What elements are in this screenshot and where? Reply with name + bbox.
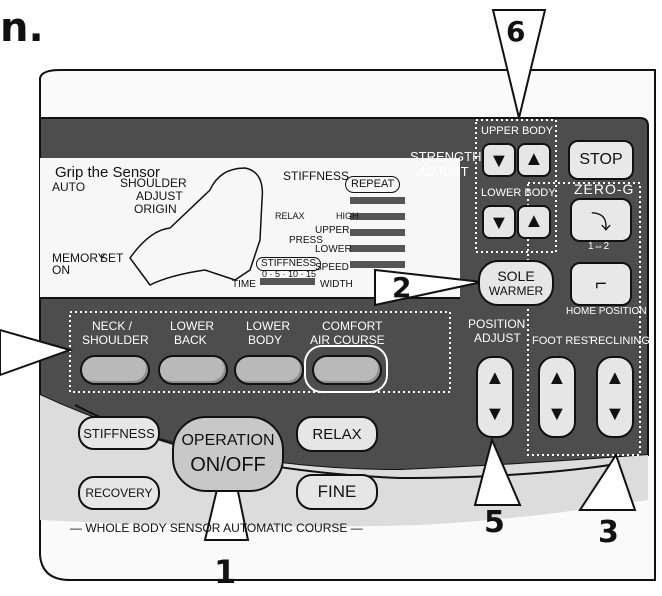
triangle-up-icon: ▲ (547, 367, 567, 389)
callout-3: 3 (598, 515, 619, 550)
chair-figure-icon (129, 167, 264, 286)
callout-6: 6 (506, 15, 526, 48)
triangle-down-icon: ▼ (605, 403, 625, 425)
press-indicator: PRESS (289, 235, 323, 246)
upper-body-down-button[interactable]: ▼ (482, 143, 516, 177)
relax-course-label: RELAX (312, 425, 362, 443)
lower-body-label: LOWER BODY (481, 187, 556, 199)
upper-indicator: UPPER (315, 225, 350, 236)
lower-indicator: LOWER (315, 244, 352, 255)
triangle-down-icon: ▼ (489, 212, 509, 234)
adjust-label: ADJUST (136, 189, 183, 203)
upright-chair-icon: ⌐ (595, 272, 607, 295)
strength-group (475, 119, 557, 253)
stiffness-course-label: STIFFNESS (83, 425, 155, 441)
lower-back-label-2: BACK (174, 333, 207, 347)
neck-shoulder-label-2: SHOULDER (82, 333, 149, 347)
set-label: SET (100, 251, 124, 265)
comfort-air-button[interactable] (312, 355, 382, 385)
home-position-button[interactable]: ⌐ (570, 262, 632, 306)
callout-2: 2 (392, 271, 412, 304)
sole-warmer-button[interactable]: SOLE WARMER (478, 260, 554, 306)
lower-body-area-button[interactable] (234, 355, 304, 385)
upper-body-up-button[interactable]: ▲ (517, 143, 551, 177)
comfort-air-label-1: COMFORT (322, 319, 383, 333)
stiffness-course-button[interactable]: STIFFNESS (78, 416, 160, 450)
zero-g-button[interactable]: ⤵ (570, 198, 632, 242)
position-adjust-rocker[interactable]: ▲ ▼ (476, 356, 514, 438)
grip-sensor-label: Grip the Sensor (55, 164, 161, 181)
neck-shoulder-label-1: NECK / (92, 319, 133, 333)
lower-body-area-label-2: BODY (248, 333, 283, 347)
time-indicator: TIME (232, 279, 256, 290)
triangle-down-icon: ▼ (489, 150, 509, 172)
sole-warmer-line1: SOLE (497, 268, 535, 284)
callout-2-arrow (374, 268, 483, 307)
speed-indicator: SPEED (315, 262, 349, 273)
recovery-course-label: RECOVERY (85, 486, 153, 500)
comfort-air-frame (304, 345, 388, 393)
reclining-rocker[interactable]: ▲ ▼ (596, 356, 634, 438)
stop-label: STOP (579, 151, 623, 168)
callout-5: 5 (484, 505, 505, 540)
neck-shoulder-button[interactable] (80, 355, 150, 385)
zero-g-label: ZERO-G (574, 181, 635, 197)
callout-3-arrow (578, 452, 637, 511)
stiffness-indicator: STIFFNESS (283, 169, 350, 183)
position-adjust-label-1: POSITION (468, 317, 526, 331)
recovery-course-button[interactable]: RECOVERY (78, 476, 160, 510)
width-indicator: WIDTH (320, 279, 353, 290)
triangle-down-icon: ▼ (547, 403, 567, 425)
relax-indicator: RELAX (275, 211, 305, 221)
time-scale: 0 · 5 · 10 · 15 (262, 269, 317, 279)
triangle-up-icon: ▲ (524, 148, 544, 170)
lower-back-label-1: LOWER (170, 319, 215, 333)
home-position-label: HOME POSITION (566, 306, 647, 317)
strength-label-1: STRENGTH (410, 149, 482, 164)
zero-g-mode-label: 1⇔2 (588, 241, 610, 252)
lower-body-down-button[interactable]: ▼ (482, 205, 516, 239)
lower-back-button[interactable] (158, 355, 228, 385)
relax-course-button[interactable]: RELAX (296, 416, 378, 452)
origin-label: ORIGIN (134, 202, 177, 216)
operation-button[interactable]: OPERATION ON/OFF (172, 416, 284, 492)
shoulder-label: SHOULDER (120, 176, 187, 190)
callout-5-arrow (473, 436, 522, 506)
sole-warmer-line2: WARMER (488, 284, 544, 298)
stop-button[interactable]: STOP (568, 140, 634, 180)
operation-label-2: ON/OFF (190, 453, 266, 476)
area-buttons-group (69, 311, 451, 393)
on-label: ON (52, 263, 70, 277)
fine-course-button[interactable]: FINE (296, 474, 378, 510)
stiffness-badge: STIFFNESS (256, 257, 322, 271)
high-indicator: HIGH (336, 211, 359, 221)
heading-fragment: n. (0, 5, 44, 51)
auto-label: AUTO (52, 180, 86, 194)
memory-label: MEMORY (52, 251, 106, 265)
strength-label-2: ADJUST (418, 164, 469, 179)
left-callout-arrow (0, 328, 74, 377)
fine-course-label: FINE (317, 482, 357, 501)
comfort-air-label-2: AIR COURSE (310, 333, 385, 347)
lower-body-area-label-1: LOWER (246, 319, 291, 333)
whole-body-caption: — WHOLE BODY SENSOR AUTOMATIC COURSE — (70, 521, 363, 535)
footrest-group (527, 182, 641, 456)
operation-label-1: OPERATION (181, 431, 275, 449)
triangle-down-icon: ▼ (485, 403, 505, 425)
repeat-badge: REPEAT (345, 176, 401, 193)
upper-body-label: UPPER BODY (481, 125, 554, 137)
recline-chair-icon: ⤵ (591, 211, 611, 234)
triangle-up-icon: ▲ (524, 210, 544, 232)
foot-rest-rocker[interactable]: ▲ ▼ (538, 356, 576, 438)
triangle-up-icon: ▲ (485, 367, 505, 389)
position-adjust-label-2: ADJUST (474, 331, 521, 345)
callout-1: 1 (214, 553, 237, 591)
triangle-up-icon: ▲ (605, 367, 625, 389)
reclining-label: RECLINING (590, 335, 650, 347)
callout-6-arrow (491, 9, 547, 119)
lower-body-up-button[interactable]: ▲ (517, 205, 551, 239)
intensity-bars (260, 197, 405, 285)
foot-rest-label: FOOT REST (532, 335, 595, 347)
